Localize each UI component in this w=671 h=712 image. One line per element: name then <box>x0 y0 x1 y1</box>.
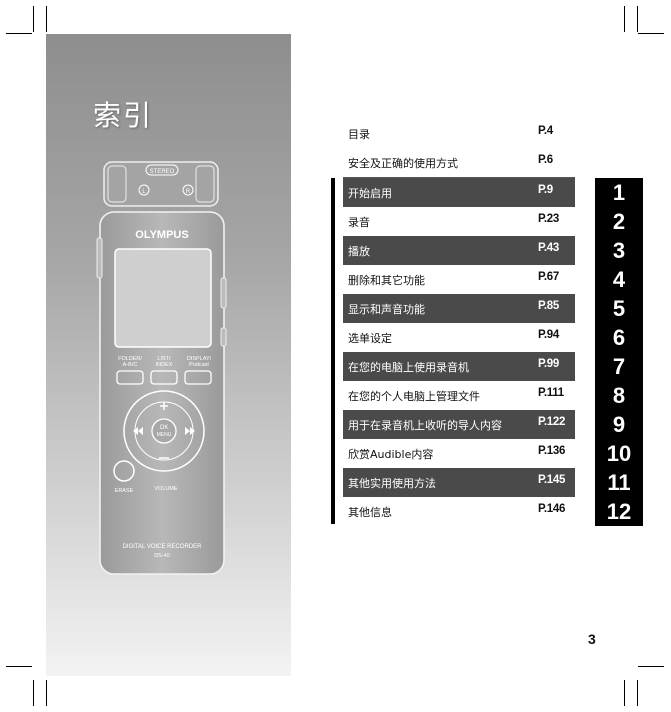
toc-label: 目录 <box>348 128 370 141</box>
mic-left-label: L <box>142 189 146 195</box>
crop-mark <box>6 666 32 667</box>
mic-right-label: R <box>186 189 191 195</box>
toc-label: 在您的电脑上使用录音机 <box>348 361 469 374</box>
toc-page: P.111 <box>538 387 564 399</box>
stereo-badge <box>145 164 179 176</box>
ok-menu-button <box>151 418 177 444</box>
toc-row-chapter-2[interactable]: 录音 P.23 <box>343 207 575 236</box>
page-number: 3 <box>588 631 596 647</box>
toc-label: 删除和其它功能 <box>348 274 425 287</box>
chapter-tab-10[interactable]: 10 <box>595 439 643 468</box>
toc-page: P.9 <box>538 184 553 196</box>
toc-row-safety[interactable]: 安全及正确的使用方式 P.6 <box>343 148 575 177</box>
display-button-label: DISPLAY/Podcast <box>187 356 212 368</box>
toc-row-chapter-6[interactable]: 选单设定 P.94 <box>343 323 575 352</box>
toc-row-contents[interactable]: 目录 P.4 <box>343 119 575 148</box>
display-button <box>184 370 212 385</box>
fast-forward-icon <box>185 427 195 435</box>
crop-mark <box>46 680 47 706</box>
toc-label: 播放 <box>348 245 370 258</box>
toc-page: P.94 <box>538 329 559 341</box>
toc-row-chapter-4[interactable]: 删除和其它功能 P.67 <box>343 265 575 294</box>
chapter-side-bar <box>331 178 335 524</box>
toc-row-chapter-1[interactable]: 开始启用 P.9 <box>343 178 575 207</box>
toc-row-chapter-9[interactable]: 用于在录音机上收听的导人内容 P.122 <box>343 410 575 439</box>
side-switch <box>220 277 227 309</box>
toc-row-chapter-5[interactable]: 显示和声音功能 P.85 <box>343 294 575 323</box>
toc-row-chapter-3[interactable]: 播放 P.43 <box>343 236 575 265</box>
crop-mark <box>6 33 32 34</box>
toc-page: P.145 <box>538 474 566 486</box>
toc-page: P.85 <box>538 300 559 312</box>
toc-page: P.43 <box>538 242 559 254</box>
folder-button <box>116 370 144 385</box>
toc-rule <box>343 177 575 178</box>
list-button-label: LIST/INDEX <box>156 356 173 368</box>
toc-label: 录音 <box>348 216 370 229</box>
chapter-tab-4[interactable]: 4 <box>595 265 643 294</box>
toc-page: P.23 <box>538 213 559 225</box>
display-screen <box>114 248 212 348</box>
toc-label: 在您的个人电脑上管理文件 <box>348 390 480 403</box>
toc-label: 其他实用使用方法 <box>348 477 436 490</box>
rewind-icon <box>133 427 143 435</box>
chapter-tab-1[interactable]: 1 <box>595 178 643 207</box>
chapter-tab-3[interactable]: 3 <box>595 236 643 265</box>
toc-page: P.67 <box>538 271 559 283</box>
chapter-tab-9[interactable]: 9 <box>595 410 643 439</box>
model-line-2: DS-40 <box>154 553 170 559</box>
chapter-tab-8[interactable]: 8 <box>595 381 643 410</box>
model-line-1: DIGITAL VOICE RECORDER <box>122 544 202 550</box>
ok-label: OK <box>160 425 169 431</box>
crop-mark <box>33 6 34 32</box>
toc-label: 其他信息 <box>348 506 392 519</box>
crop-mark <box>624 680 625 706</box>
crop-mark <box>33 680 34 706</box>
toc-row-chapter-8[interactable]: 在您的个人电脑上管理文件 P.111 <box>343 381 575 410</box>
crop-mark <box>637 680 638 706</box>
voice-recorder-illustration: STEREO L R OLYMPUS FOLDER/A-B/C LIST/IND… <box>96 161 227 575</box>
chapter-tab-12[interactable]: 12 <box>595 497 643 526</box>
toc-label: 安全及正确的使用方式 <box>348 157 458 170</box>
chapter-tab-2[interactable]: 2 <box>595 207 643 236</box>
crop-mark <box>624 6 625 32</box>
crop-mark <box>638 33 664 34</box>
toc-row-chapter-12[interactable]: 其他信息 P.146 <box>343 497 575 526</box>
toc-page: P.122 <box>538 416 566 428</box>
menu-label: MENU <box>157 432 172 438</box>
crop-mark <box>638 666 664 667</box>
stereo-label: STEREO <box>150 169 175 175</box>
chapter-tab-5[interactable]: 5 <box>595 294 643 323</box>
toc-page: P.136 <box>538 445 566 457</box>
erase-button <box>113 460 135 482</box>
folder-button-label: FOLDER/A-B/C <box>118 356 142 368</box>
list-button <box>150 370 178 385</box>
dpad-ring <box>123 390 205 472</box>
toc-page: P.4 <box>538 125 553 137</box>
toc-page: P.6 <box>538 154 553 166</box>
erase-label: ERASE <box>115 488 134 494</box>
index-title: 索引 <box>92 99 153 132</box>
toc-row-chapter-10[interactable]: 欣赏Audible内容 P.136 <box>343 439 575 468</box>
crop-mark <box>46 6 47 32</box>
toc-page: P.146 <box>538 503 566 515</box>
chapter-tab-11[interactable]: 11 <box>595 468 643 497</box>
volume-label: VOLUME <box>154 486 178 492</box>
toc-row-chapter-11[interactable]: 其他实用使用方法 P.145 <box>343 468 575 497</box>
toc-label: 开始启用 <box>348 187 392 200</box>
toc-label: 显示和声音功能 <box>348 303 425 316</box>
chapter-tab-6[interactable]: 6 <box>595 323 643 352</box>
toc-row-chapter-7[interactable]: 在您的电脑上使用录音机 P.99 <box>343 352 575 381</box>
toc-page: P.99 <box>538 358 559 370</box>
plus-icon <box>160 402 168 410</box>
toc-label: 用于在录音机上收听的导人内容 <box>348 419 502 432</box>
toc-label: 选单设定 <box>348 332 392 345</box>
chapter-tab-7[interactable]: 7 <box>595 352 643 381</box>
crop-mark <box>637 6 638 32</box>
toc-label: 欣赏Audible内容 <box>348 448 434 461</box>
brand-logo: OLYMPUS <box>135 229 188 241</box>
